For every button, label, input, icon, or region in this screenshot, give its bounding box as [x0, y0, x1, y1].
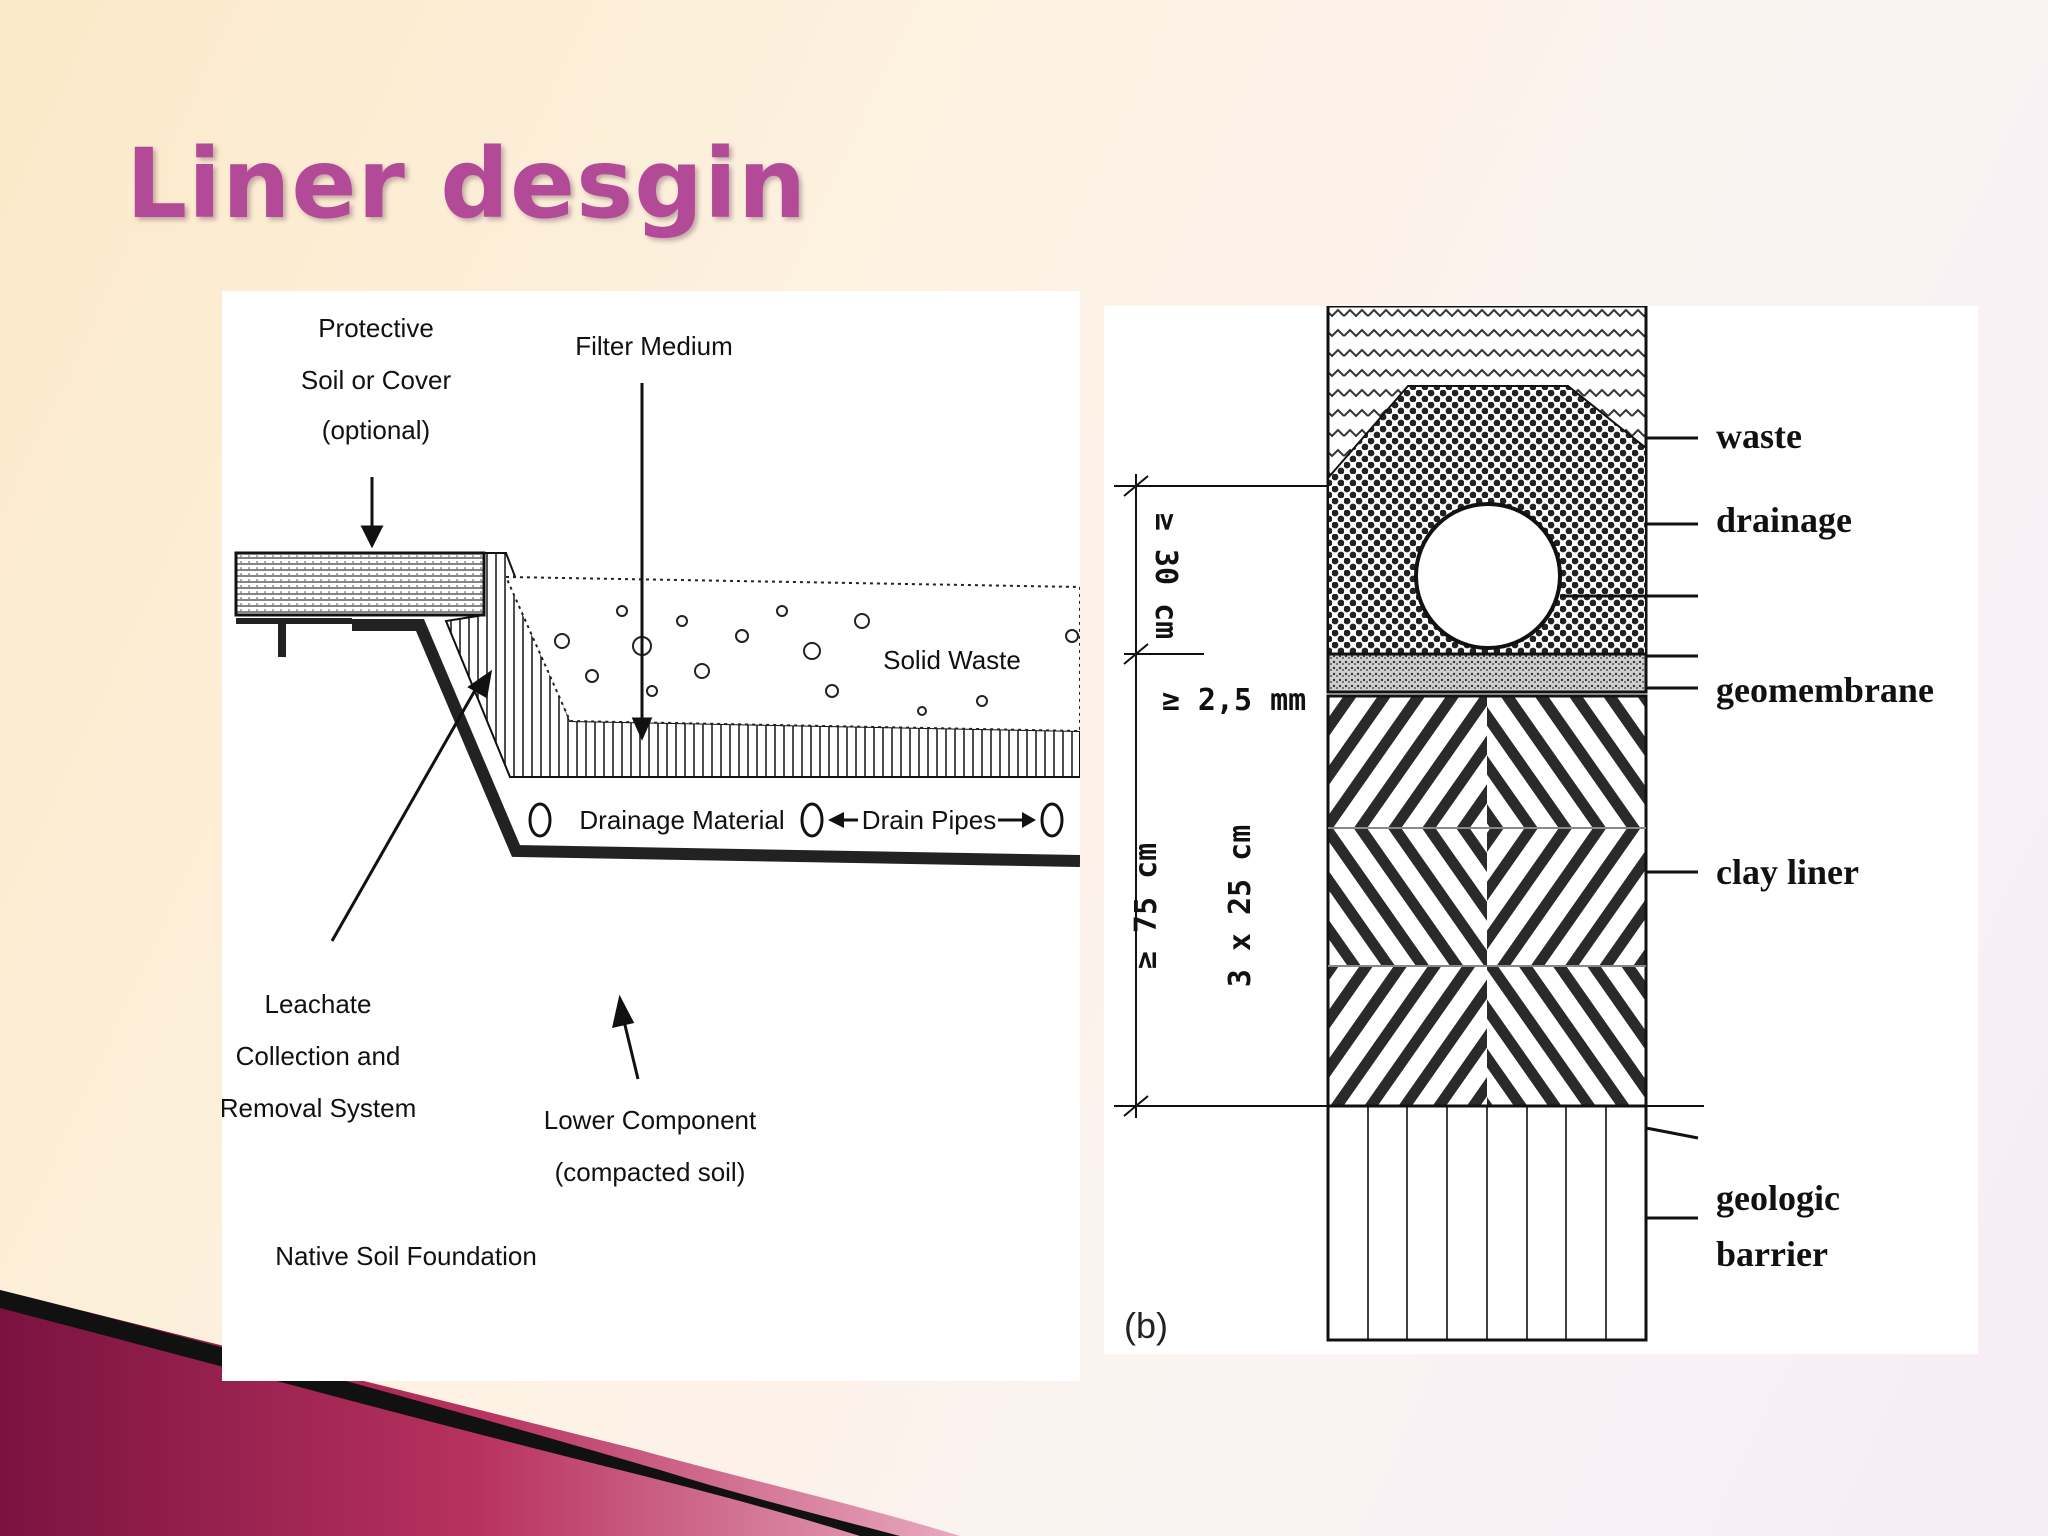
- drain-pipe: [528, 802, 552, 838]
- label-solid-waste: Solid Waste: [883, 645, 1021, 675]
- drain-pipe: [1040, 802, 1064, 838]
- protective-cover-layer: [234, 551, 486, 617]
- label-filter-medium: Filter Medium: [575, 331, 732, 361]
- label-lower-component-2: (compacted soil): [555, 1157, 746, 1187]
- slide-title: Liner desgin: [126, 128, 808, 240]
- label-drainage-material: Drainage Material: [579, 805, 784, 835]
- solid-waste-region: [504, 575, 1080, 733]
- dim-clay-total-thickness: ≥ 75 cm: [1129, 843, 1164, 969]
- dim-drainage-thickness: ≥ 30 cm: [1148, 513, 1183, 639]
- label-geomembrane: geomembrane: [1716, 670, 1934, 710]
- label-barrier: barrier: [1716, 1234, 1828, 1274]
- label-native-soil: Native Soil Foundation: [275, 1241, 537, 1271]
- panel-label-b: (b): [1124, 1305, 1168, 1346]
- clay-liner-layer: [1326, 694, 1648, 1108]
- label-protective-2: Soil or Cover: [301, 365, 452, 395]
- label-clay-liner: clay liner: [1716, 852, 1859, 892]
- label-drain-pipes: Drain Pipes: [862, 805, 996, 835]
- liner-line: [352, 619, 1080, 867]
- label-geologic: geologic: [1716, 1178, 1840, 1218]
- drain-pipe-section: [1414, 502, 1562, 650]
- geomembrane-layer: [1326, 652, 1648, 694]
- label-leachate-2: Collection and: [236, 1041, 401, 1071]
- geologic-barrier-layer: [1326, 1104, 1648, 1342]
- label-leachate-3: Removal System: [222, 1093, 416, 1123]
- label-drainage: drainage: [1716, 500, 1852, 540]
- landfill-cross-section-diagram: Protective Soil or Cover (optional) Filt…: [222, 291, 1080, 1381]
- label-lower-component-1: Lower Component: [544, 1105, 757, 1135]
- liner-layer-column-diagram: ≥ 30 cm ≥ 75 cm 3 x 25 cm ≥ 2,5 mm waste…: [1104, 306, 1978, 1354]
- dim-geomembrane-thickness: ≥ 2,5 mm: [1162, 683, 1307, 718]
- label-protective-3: (optional): [322, 415, 430, 445]
- label-waste: waste: [1716, 416, 1802, 456]
- label-leachate-1: Leachate: [265, 989, 372, 1019]
- drain-pipe: [800, 802, 824, 838]
- label-protective-1: Protective: [318, 313, 434, 343]
- dim-clay-layer-count: 3 x 25 cm: [1223, 825, 1258, 988]
